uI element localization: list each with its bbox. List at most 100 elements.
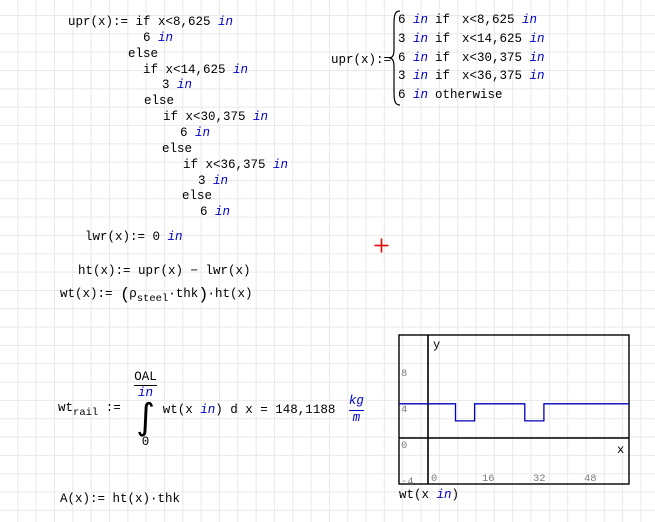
- program-line: else: [182, 189, 212, 203]
- program-line: 6 in: [143, 31, 173, 45]
- math-seg: wt: [58, 401, 73, 415]
- x-tick-label: 32: [533, 473, 546, 485]
- piecewise-lhs: upr(x):=: [331, 53, 391, 67]
- math-seg: in: [253, 110, 268, 124]
- math-seg: steel: [137, 293, 169, 305]
- math-seg: in: [530, 51, 545, 65]
- piecewise-keyword: otherwise: [435, 88, 503, 102]
- math-seg: 3: [162, 78, 177, 92]
- math-seg: x<30,375: [462, 51, 530, 65]
- program-line: else: [162, 142, 192, 156]
- piecewise-value: 6 in: [398, 51, 428, 65]
- math-seg: x<36,375: [462, 69, 530, 83]
- math-seg: else: [182, 189, 212, 203]
- piecewise-condition: x<36,375 in: [462, 69, 545, 83]
- math-seg: in: [530, 69, 545, 83]
- math-seg: else: [162, 142, 192, 156]
- math-seg: in: [413, 13, 428, 27]
- piecewise-keyword: if: [435, 13, 450, 27]
- math-seg: 6: [143, 31, 158, 45]
- integral-upper-numerator: OAL: [134, 371, 157, 384]
- wt-rail-integral-region[interactable]: wtrail := OAL in ∫ 0 wt(x in) d x = 148,…: [58, 368, 364, 452]
- integral-body: wt(x in) d x = 148,1188: [163, 403, 343, 417]
- program-line: 6 in: [180, 126, 210, 140]
- ht-definition-region[interactable]: ht(x):= upr(x) − lwr(x): [78, 264, 251, 278]
- math-seg: in: [273, 158, 288, 172]
- math-seg: in: [158, 31, 173, 45]
- integral-sign: ∫: [136, 401, 155, 435]
- program-line: if x<14,625 in: [143, 63, 248, 77]
- math-seg: else: [144, 94, 174, 108]
- math-seg: in: [530, 32, 545, 46]
- math-seg: in: [233, 63, 248, 77]
- math-seg: in: [177, 78, 192, 92]
- result-units-fraction: kg m: [349, 395, 364, 424]
- y-tick-label: 8: [401, 368, 407, 380]
- math-seg: in: [213, 174, 228, 188]
- program-line: if x<30,375 in: [163, 110, 268, 124]
- integral-sign-stack: OAL in ∫ 0: [134, 371, 157, 448]
- math-seg: in: [437, 488, 452, 502]
- math-seg: in: [195, 126, 210, 140]
- area-definition-region[interactable]: A(x):= ht(x)·thk: [60, 492, 180, 506]
- plot-frame: [399, 335, 629, 484]
- math-seg: (: [120, 286, 129, 305]
- lwr-definition-region[interactable]: lwr(x):= 0 in: [85, 230, 183, 244]
- math-seg: 3: [198, 174, 213, 188]
- cursor-crosshair-icon: [373, 237, 390, 254]
- math-seg: ρ: [129, 287, 137, 301]
- math-seg: 6: [398, 13, 413, 27]
- result-unit-numerator: kg: [349, 395, 364, 408]
- program-line: else: [128, 47, 158, 61]
- plot-caption: wt(x in): [399, 488, 459, 502]
- integral-lhs: wtrail :=: [58, 401, 128, 420]
- math-seg: ·thk: [168, 287, 198, 301]
- program-line: 3 in: [198, 174, 228, 188]
- math-seg: in: [413, 32, 428, 46]
- result-unit-denominator: m: [353, 412, 361, 425]
- math-seg: 6: [180, 126, 195, 140]
- math-seg: ·ht(x): [207, 287, 252, 301]
- piecewise-value: 3 in: [398, 32, 428, 46]
- math-seg: ht(x):= upr(x) − lwr(x): [78, 264, 251, 278]
- math-seg: 3: [398, 32, 413, 46]
- y-tick-label: -4: [401, 476, 414, 487]
- math-seg: in: [522, 13, 537, 27]
- math-seg: lwr(x):= 0: [85, 230, 168, 244]
- wt-curve: [399, 404, 629, 421]
- math-seg: if x<14,625: [143, 63, 233, 77]
- math-seg: ) d x = 148,1188: [215, 403, 343, 417]
- piecewise-keyword: if: [435, 51, 450, 65]
- x-tick-label: 16: [482, 473, 495, 485]
- piecewise-condition: x<30,375 in: [462, 51, 545, 65]
- x-axis-label: x: [617, 443, 624, 457]
- math-seg: wt(x: [163, 403, 201, 417]
- piecewise-value: 3 in: [398, 69, 428, 83]
- piecewise-keyword: if: [435, 32, 450, 46]
- math-seg: in: [413, 69, 428, 83]
- math-seg: 6: [398, 88, 413, 102]
- math-seg: if x<30,375: [163, 110, 253, 124]
- math-seg: rail: [73, 407, 98, 419]
- y-axis-label: y: [433, 338, 440, 352]
- math-seg: else: [128, 47, 158, 61]
- y-tick-label: 0: [401, 440, 407, 452]
- program-line: upr(x):= if x<8,625 in: [68, 15, 233, 29]
- y-tick-label: 4: [401, 404, 407, 416]
- wt-definition-region[interactable]: wt(x):= (ρsteel·thk)·ht(x): [60, 287, 252, 306]
- math-seg: 6: [200, 205, 215, 219]
- math-seg: A(x):= ht(x)·thk: [60, 492, 180, 506]
- math-seg: upr(x):=: [331, 53, 391, 67]
- math-seg: :=: [98, 401, 128, 415]
- piecewise-value: 6 in: [398, 88, 428, 102]
- plot-region[interactable]: 0163248840-4xy: [397, 333, 633, 487]
- program-line: 6 in: [200, 205, 230, 219]
- program-line: if x<36,375 in: [183, 158, 288, 172]
- math-seg: if x<36,375: [183, 158, 273, 172]
- program-line: 3 in: [162, 78, 192, 92]
- math-seg: in: [413, 88, 428, 102]
- math-seg: wt(x: [399, 488, 437, 502]
- piecewise-value: 6 in: [398, 13, 428, 27]
- piecewise-condition: x<8,625 in: [462, 13, 537, 27]
